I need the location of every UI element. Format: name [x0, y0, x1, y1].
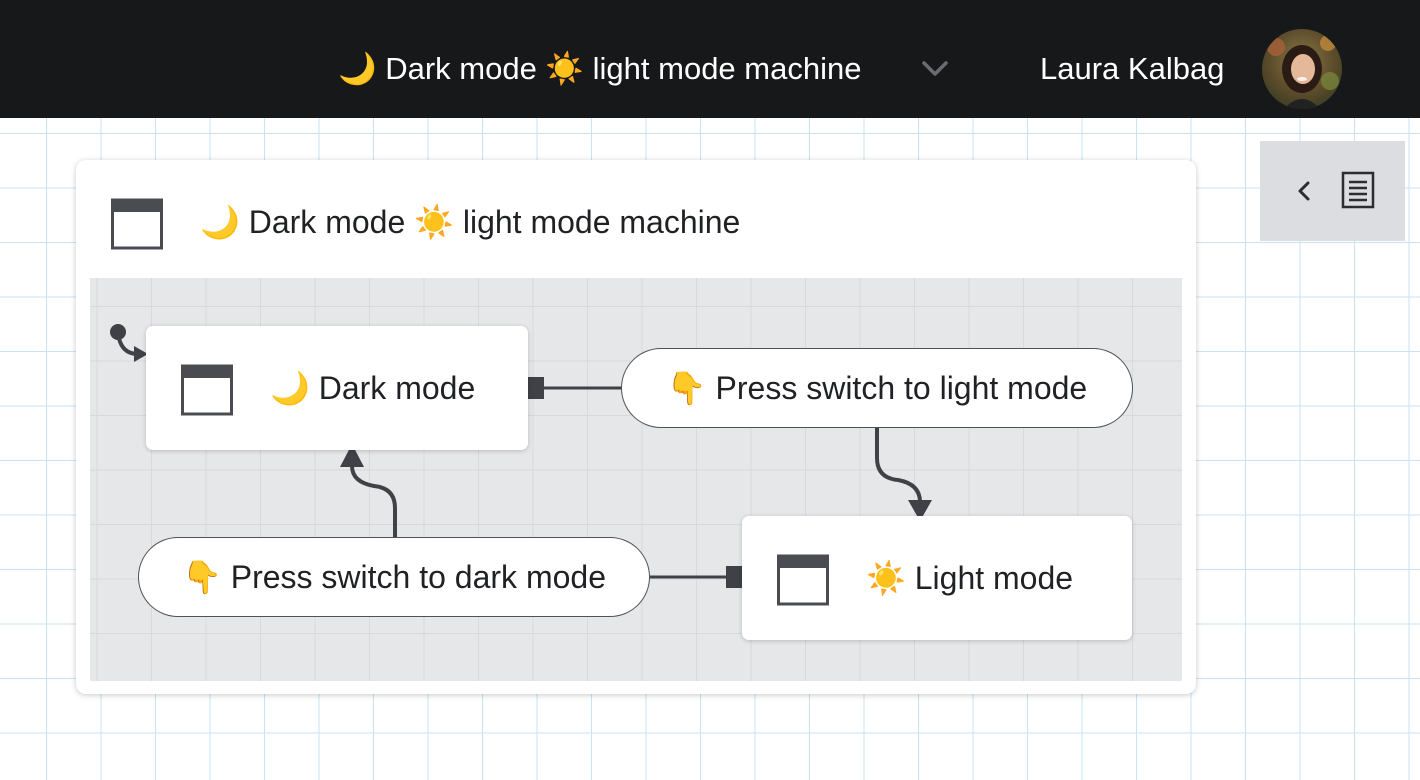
user-name[interactable]: Laura Kalbag	[1040, 51, 1225, 86]
initial-state-arrowhead	[134, 346, 148, 362]
machine-name-dropdown-label[interactable]: 🌙 Dark mode ☀️ light mode machine	[338, 51, 862, 86]
light-mode-arrowhead	[908, 500, 932, 521]
avatar-image	[1262, 29, 1342, 109]
state-light-mode[interactable]: ☀️ Light mode	[742, 516, 1132, 640]
chevron-left-icon[interactable]	[1294, 178, 1314, 204]
avatar[interactable]	[1262, 29, 1342, 109]
state-window-icon	[181, 364, 233, 416]
edge-event-to-dark	[350, 460, 397, 538]
top-bar: 🌙 Dark mode ☀️ light mode machine Laura …	[0, 0, 1420, 118]
state-window-icon	[111, 198, 163, 250]
document-icon[interactable]	[1340, 170, 1376, 210]
machine-card[interactable]: 🌙 Dark mode ☀️ light mode machine	[76, 160, 1196, 694]
state-dark-mode[interactable]: 🌙 Dark mode	[146, 326, 528, 450]
machine-title[interactable]: 🌙 Dark mode ☀️ light mode machine	[200, 204, 741, 240]
dark-mode-arrowhead	[340, 444, 364, 467]
event-press-switch-to-dark-mode[interactable]: 👇 Press switch to dark mode	[138, 537, 650, 617]
state-window-icon	[777, 554, 829, 606]
panel-toggle[interactable]	[1260, 141, 1405, 241]
edge-event-to-light	[875, 428, 922, 510]
state-label: ☀️ Light mode	[866, 560, 1074, 596]
chevron-down-icon[interactable]	[918, 54, 952, 84]
state-label: 🌙 Dark mode	[270, 370, 476, 406]
machine-canvas[interactable]: 🌙 Dark mode ☀️ Light mode 👇 Press switch…	[90, 278, 1182, 681]
event-press-switch-to-light-mode[interactable]: 👇 Press switch to light mode	[621, 348, 1133, 428]
